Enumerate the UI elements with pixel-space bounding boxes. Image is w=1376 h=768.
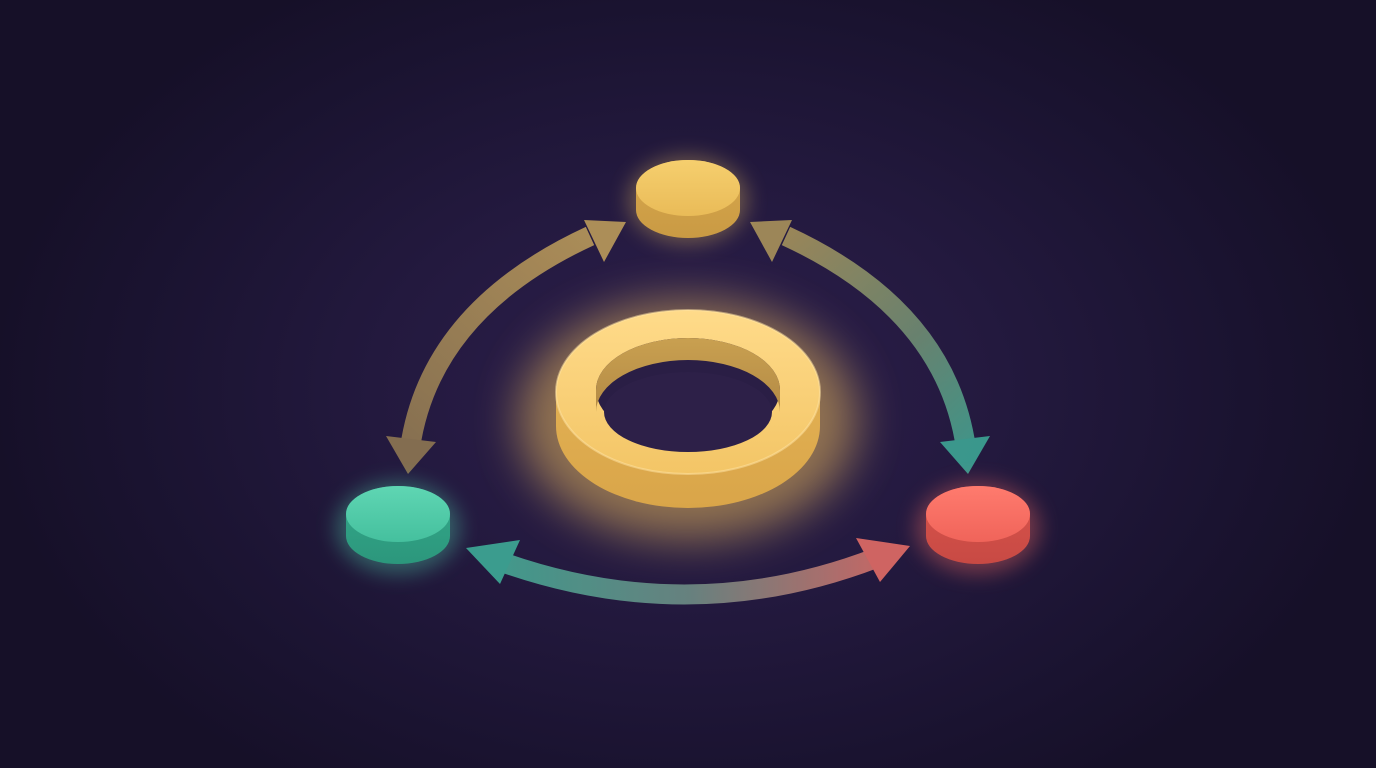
arrowhead-right [940, 436, 990, 474]
arrowhead-left [386, 436, 436, 474]
node-left [336, 482, 460, 574]
arrowhead-right [856, 538, 910, 582]
arrowhead-left [466, 540, 520, 584]
arrow-top-right [750, 220, 990, 474]
arrowhead-top [584, 220, 626, 262]
node-right [916, 482, 1040, 574]
arrowhead-top [750, 220, 792, 262]
hub-ring [518, 300, 858, 540]
arrow-top-left [386, 220, 626, 474]
node-top [628, 156, 748, 244]
arrow-bottom [466, 538, 910, 605]
